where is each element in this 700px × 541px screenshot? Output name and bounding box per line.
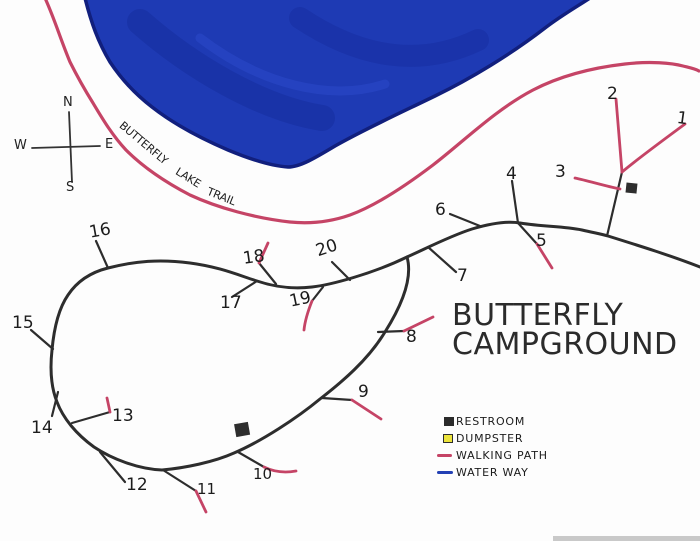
site-label-12: 12	[126, 475, 148, 495]
legend-label-dumpster: DUMPSTER	[456, 431, 524, 445]
site-label-3: 3	[555, 162, 566, 182]
site-18-driveway	[257, 261, 278, 286]
site-label-17: 17	[220, 293, 242, 313]
site-label-18: 18	[241, 246, 266, 269]
site-label-4: 4	[506, 164, 517, 184]
lake-texture-light	[195, 33, 390, 96]
site-18-walking-path	[257, 241, 270, 265]
legend-row-dumpster: DUMPSTER	[436, 430, 548, 446]
site-9-walking-path	[350, 398, 383, 421]
site-8-driveway	[376, 329, 406, 334]
site-label-14: 14	[31, 418, 53, 438]
site-16-driveway	[94, 239, 110, 270]
legend-label-water-way: WATER WAY	[456, 465, 529, 479]
compass-we-line	[31, 145, 101, 149]
site-10-walking-path	[262, 465, 298, 474]
site-2-walking-path	[614, 97, 624, 174]
map-title: BUTTERFLY CAMPGROUND	[452, 298, 700, 362]
restroom-square-icon	[436, 416, 456, 426]
map-title-line2: CAMPGROUND	[452, 327, 678, 362]
restroom-marker-loop	[234, 421, 251, 438]
dumpster-square-icon	[436, 433, 456, 443]
sites-1-2-3-access-road	[605, 170, 624, 238]
site-label-9: 9	[358, 382, 369, 402]
legend: RESTROOM DUMPSTER WALKING PATH WATER WAY	[436, 413, 548, 481]
site-19-walking-path	[302, 299, 314, 332]
compass-west-label: W	[14, 138, 27, 153]
entrance-road	[405, 220, 700, 269]
site-5-walking-path	[535, 242, 554, 270]
site-label-8: 8	[406, 327, 417, 347]
site-10-driveway	[236, 450, 266, 469]
site-15-driveway	[29, 328, 55, 351]
site-11-driveway	[161, 468, 198, 493]
lake-shape	[83, 0, 591, 169]
site-13-driveway	[70, 410, 112, 425]
site-label-7: 7	[457, 266, 468, 286]
site-5-driveway	[516, 221, 539, 246]
campground-loop-road	[49, 255, 411, 472]
site-1-walking-path	[620, 122, 687, 174]
site-label-5: 5	[536, 231, 547, 251]
walking-path-line-icon	[436, 453, 456, 457]
butterfly-lake-trail-path	[44, 0, 700, 225]
site-label-16: 16	[87, 219, 113, 243]
legend-label-restroom: RESTROOM	[456, 414, 526, 428]
map-title-line1: BUTTERFLY	[452, 298, 624, 333]
site-label-6: 6	[435, 200, 446, 220]
water-way-line-icon	[436, 470, 456, 474]
compass-south-label: S	[66, 180, 75, 195]
site-17-driveway	[230, 279, 259, 299]
site-9-driveway	[320, 396, 354, 402]
lake-texture-dark-1	[127, 9, 335, 131]
site-14-driveway	[50, 390, 60, 418]
lake-texture-dark-2	[289, 7, 489, 67]
site-13-walking-path	[105, 396, 112, 414]
site-label-19: 19	[287, 287, 313, 312]
site-label-13: 13	[112, 406, 134, 426]
compass-east-label: E	[105, 137, 114, 152]
site-7-driveway	[426, 245, 458, 274]
site-label-2: 2	[607, 84, 618, 104]
legend-label-walking-path: WALKING PATH	[456, 448, 548, 462]
site-label-11: 11	[197, 480, 217, 498]
site-11-walking-path	[194, 489, 208, 514]
site-3-walking-path	[573, 176, 622, 191]
compass-north-label: N	[63, 95, 73, 110]
site-label-15: 15	[12, 313, 34, 333]
legend-row-restroom: RESTROOM	[436, 413, 548, 429]
site-20-driveway	[330, 260, 352, 282]
site-label-10: 10	[253, 465, 273, 483]
site-12-driveway	[98, 450, 127, 484]
site-8-walking-path	[402, 315, 435, 333]
site-4-driveway	[510, 179, 520, 225]
scan-edge-artifact	[553, 536, 700, 541]
site-6-driveway	[448, 212, 482, 228]
restroom-marker-sites-123	[625, 182, 638, 194]
site-19-driveway	[310, 285, 325, 303]
legend-row-walking-path: WALKING PATH	[436, 447, 548, 463]
legend-row-water-way: WATER WAY	[436, 464, 548, 480]
